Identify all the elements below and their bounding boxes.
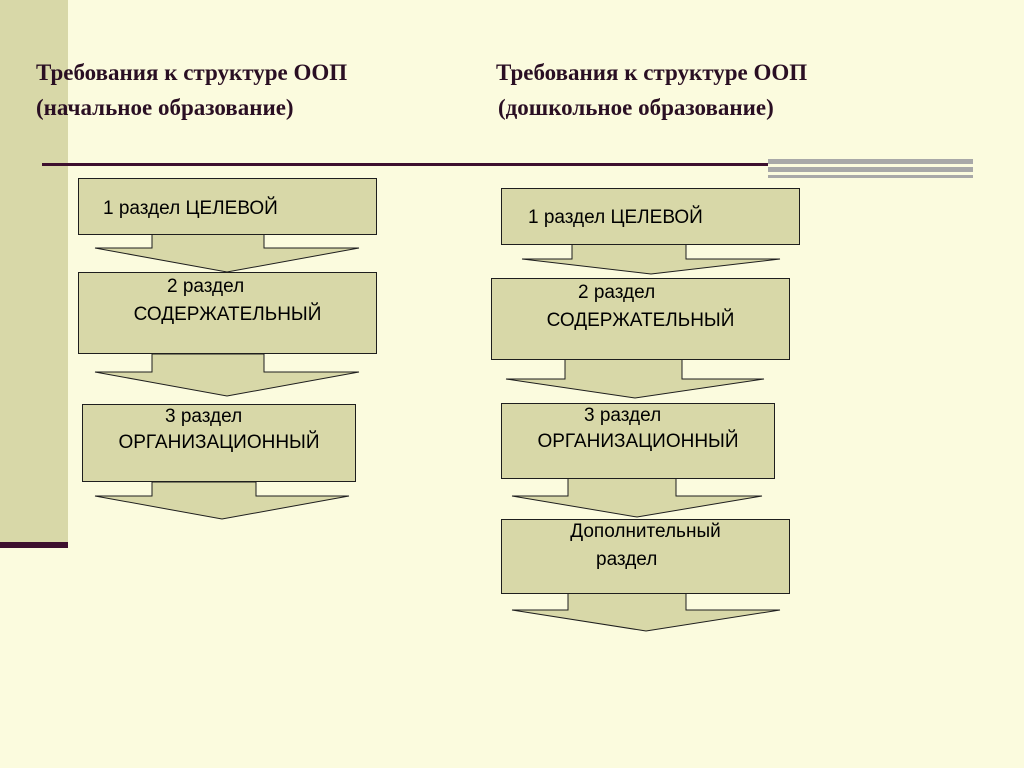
right-box-section-3: 3 раздел ОРГАНИЗАЦИОННЫЙ: [501, 403, 775, 479]
right-box-additional: Дополнительный раздел: [501, 519, 790, 594]
title-divider-accent: [768, 159, 973, 178]
right-box-4-label-2: раздел: [596, 549, 658, 570]
right-arrow-1: [521, 243, 781, 275]
left-box-section-3: 3 раздел ОРГАНИЗАЦИОННЫЙ: [82, 404, 356, 482]
right-arrow-4: [511, 592, 781, 632]
right-arrow-2: [505, 358, 765, 399]
right-title: Требования к структуре ООП (дошкольное о…: [496, 55, 807, 125]
left-arrow-2: [94, 353, 360, 397]
right-box-1-label: 1 раздел ЦЕЛЕВОЙ: [528, 207, 703, 228]
right-title-line1: Требования к структуре ООП: [496, 60, 808, 85]
right-arrow-3: [511, 477, 763, 518]
right-box-2-label-2: СОДЕРЖАТЕЛЬНЫЙ: [546, 310, 735, 331]
side-decor-bar: [0, 0, 68, 545]
left-box-section-2: 2 раздел СОДЕРЖАТЕЛЬНЫЙ: [78, 272, 377, 354]
right-box-section-2: 2 раздел СОДЕРЖАТЕЛЬНЫЙ: [491, 278, 790, 360]
left-title-line2: (начальное образование): [36, 95, 294, 120]
left-box-section-1: 1 раздел ЦЕЛЕВОЙ: [78, 178, 377, 235]
left-box-3-label-2: ОРГАНИЗАЦИОННЫЙ: [118, 432, 320, 453]
right-title-line2: (дошкольное образование): [498, 95, 774, 120]
right-box-3-label-2: ОРГАНИЗАЦИОННЫЙ: [537, 431, 739, 452]
right-box-section-1: 1 раздел ЦЕЛЕВОЙ: [501, 188, 800, 245]
side-decor-line: [0, 542, 68, 548]
left-arrow-1: [94, 233, 360, 273]
right-box-2-label-1: 2 раздел: [578, 282, 656, 303]
right-box-4-label-1: Дополнительный: [570, 521, 721, 542]
left-box-2-label-1: 2 раздел: [167, 276, 245, 297]
left-box-2-label-2: СОДЕРЖАТЕЛЬНЫЙ: [133, 304, 322, 325]
title-divider: [42, 163, 970, 166]
left-box-1-label: 1 раздел ЦЕЛЕВОЙ: [103, 198, 278, 219]
left-title-line1: Требования к структуре ООП: [36, 60, 348, 85]
right-box-3-label-1: 3 раздел: [584, 405, 662, 426]
left-arrow-3: [94, 481, 350, 520]
left-title: Требования к структуре ООП (начальное об…: [36, 55, 347, 125]
left-box-3-label-1: 3 раздел: [165, 406, 243, 427]
